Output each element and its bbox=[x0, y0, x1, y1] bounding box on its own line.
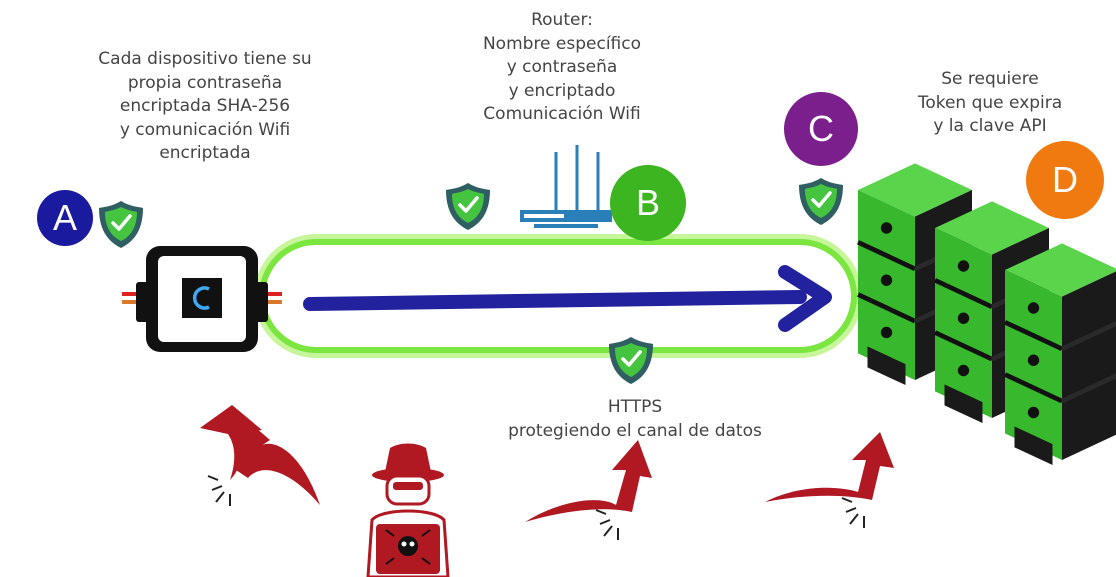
router-icon bbox=[520, 145, 612, 228]
caption-line: encriptada SHA-256 bbox=[119, 96, 291, 116]
caption-line: y contraseña bbox=[506, 57, 618, 77]
router-caption: Router: Nombre específico y contraseña y… bbox=[432, 9, 692, 127]
attack-arrow-icon bbox=[200, 405, 320, 507]
channel-caption: HTTPS protegiendo el canal de datos bbox=[480, 396, 790, 443]
attack-arrow-icon bbox=[525, 440, 652, 541]
caption-line: encriptada bbox=[159, 143, 251, 163]
shield-icon bbox=[97, 199, 145, 250]
badge-b: B bbox=[610, 165, 686, 241]
badge-d: D bbox=[1026, 141, 1104, 219]
caption-line: Comunicación Wifi bbox=[483, 104, 641, 124]
caption-line: Se requiere bbox=[941, 69, 1039, 89]
caption-line: y encriptado bbox=[508, 80, 616, 101]
caption-line: y comunicación Wifi bbox=[119, 119, 291, 140]
hacker-icon bbox=[366, 443, 450, 577]
caption-line: Cada dispositivo tiene su bbox=[98, 49, 312, 69]
attack-arrow-icon bbox=[765, 432, 894, 529]
caption-line: Router: bbox=[531, 10, 593, 30]
device-caption: Cada dispositivo tiene su propia contras… bbox=[70, 48, 340, 166]
shield-icon bbox=[444, 181, 492, 232]
device-icon bbox=[122, 246, 282, 352]
caption-line: HTTPS bbox=[607, 397, 663, 417]
badge-c: C bbox=[784, 92, 858, 166]
data-flow-arrow bbox=[303, 290, 807, 311]
badge-a: A bbox=[37, 190, 93, 246]
caption-line: propia contraseña bbox=[127, 72, 283, 93]
caption-line: Nombre específico bbox=[482, 33, 642, 54]
caption-line: protegiendo el canal de datos bbox=[508, 420, 762, 441]
server-caption: Se requiere Token que expira y la clave … bbox=[880, 68, 1100, 139]
caption-line: y la clave API bbox=[933, 116, 1047, 136]
shield-icon bbox=[607, 335, 655, 386]
caption-line: Token que expira bbox=[917, 92, 1063, 113]
shield-icon bbox=[797, 176, 845, 227]
